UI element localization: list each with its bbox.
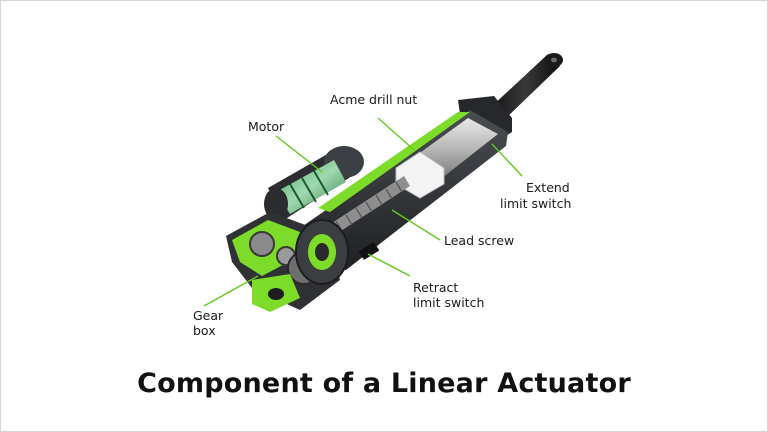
label-gear-box-line2: box xyxy=(193,323,216,338)
leader-motor xyxy=(275,135,323,173)
label-retract-switch-line2: limit switch xyxy=(413,295,484,310)
label-gear-box-line1: Gear xyxy=(193,308,224,323)
leader-gear-box xyxy=(203,275,259,307)
leader-lead-screw xyxy=(391,209,441,241)
label-acme-drill-nut: Acme drill nut xyxy=(330,92,417,107)
leader-acme-drill-nut xyxy=(377,117,415,151)
actuator-illustration xyxy=(226,53,563,312)
leader-retract-switch xyxy=(367,253,411,277)
label-lead-screw: Lead screw xyxy=(444,233,514,248)
label-motor: Motor xyxy=(248,119,285,134)
diagram-caption: Component of a Linear Actuator xyxy=(137,368,631,399)
label-retract-switch-line1: Retract xyxy=(413,280,458,295)
motor xyxy=(264,146,364,220)
extension-rod xyxy=(490,54,560,120)
leader-lines xyxy=(203,117,523,307)
lead-screw xyxy=(318,176,410,242)
label-extend-switch-line2: limit switch xyxy=(500,196,571,211)
leader-extend-switch xyxy=(491,143,523,177)
retract-limit-switch xyxy=(358,241,380,261)
label-extend-switch-line1: Extend xyxy=(526,180,570,195)
gear-box xyxy=(226,212,340,312)
housing-cut-edge xyxy=(318,112,470,212)
